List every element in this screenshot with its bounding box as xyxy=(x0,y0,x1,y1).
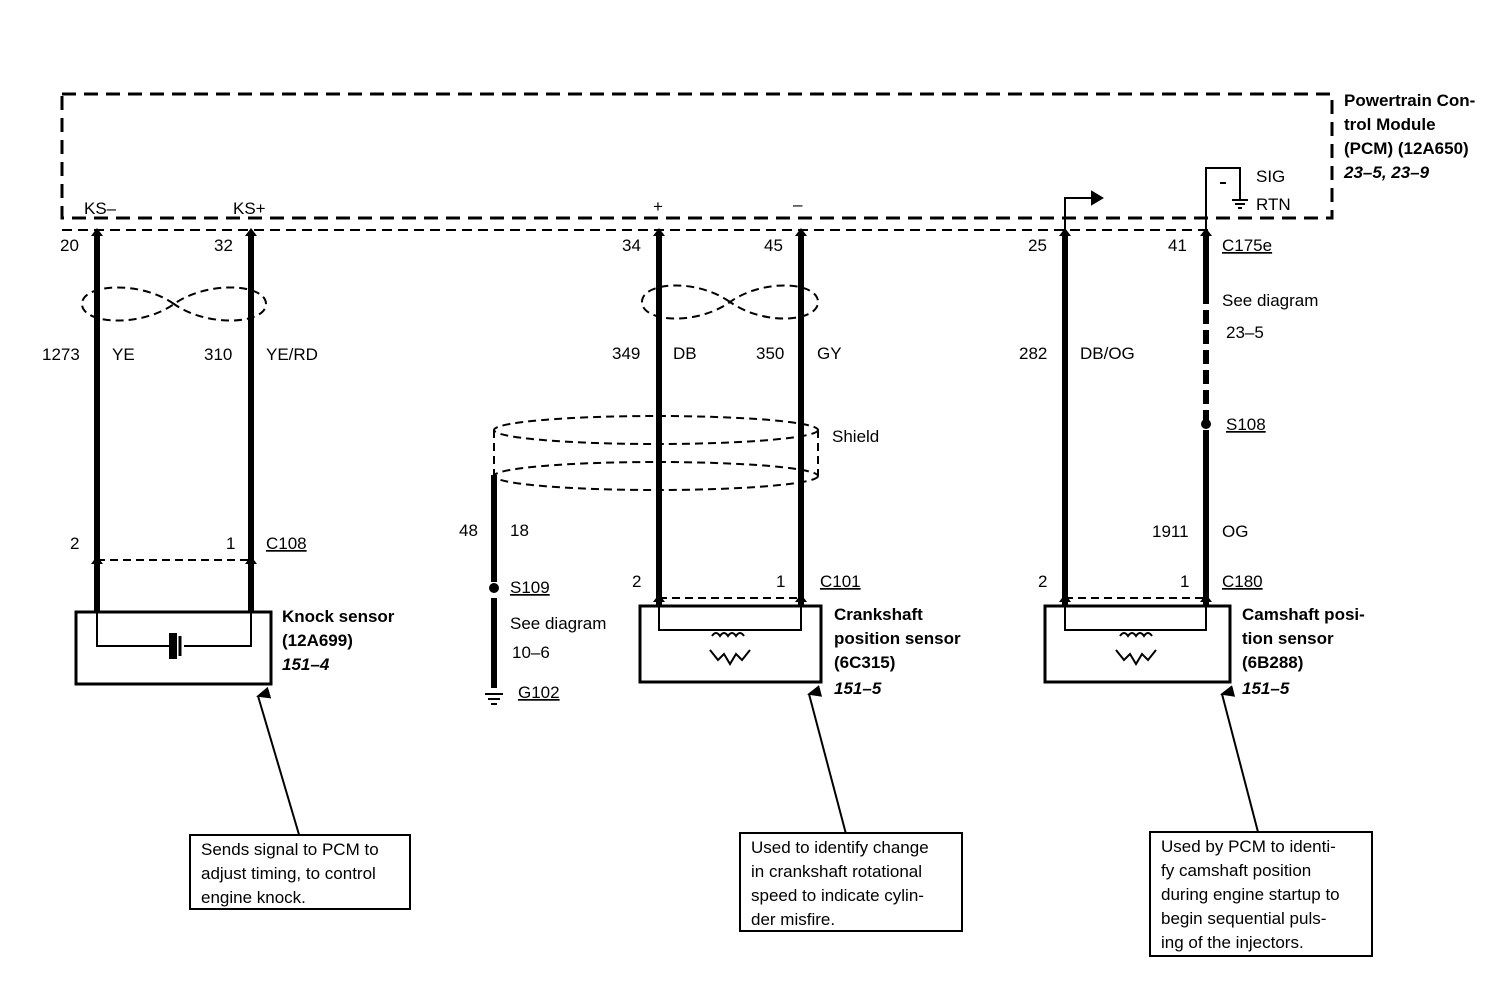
pcm-rtn-label: RTN xyxy=(1256,195,1291,214)
wire-48-label: 48 xyxy=(459,521,478,540)
see-diagram-10-6[interactable]: See diagram xyxy=(510,614,606,633)
pin-25: 25 xyxy=(1028,236,1047,255)
c108-pin1: 1 xyxy=(226,534,235,553)
shield-label: Shield xyxy=(832,427,879,446)
wire-1273-label: 1273 xyxy=(42,345,80,364)
knock-sensor-box xyxy=(74,610,273,686)
wire-349-label: 349 xyxy=(612,344,640,363)
connector-c101: C101 xyxy=(820,572,861,591)
pcm-sig-label: SIG xyxy=(1256,167,1285,186)
pin-arrows xyxy=(91,228,1212,236)
crank-sensor-label-1: Crankshaft xyxy=(834,605,923,624)
pin-minus: – xyxy=(793,195,803,214)
pcm-ref: 23–5, 23–9 xyxy=(1343,163,1430,182)
s108-splice-dot xyxy=(1201,419,1211,429)
crank-note-arrow xyxy=(807,685,847,835)
see-diagram-10-6-num[interactable]: 10–6 xyxy=(512,643,550,662)
see-diagram-23-5-num[interactable]: 23–5 xyxy=(1226,323,1264,342)
pcm-module-boundary xyxy=(60,92,1334,220)
crank-coil-icon xyxy=(709,632,751,666)
c180-pin2: 2 xyxy=(1038,572,1047,591)
s109-splice-dot xyxy=(489,583,499,593)
cam-sensor-label-3: (6B288) xyxy=(1242,653,1303,672)
ground-g102-symbol xyxy=(485,693,503,705)
wire-350-color: GY xyxy=(817,344,842,363)
crank-sensor-wiring xyxy=(658,606,802,631)
pin-32: 32 xyxy=(214,236,233,255)
wire-1273-color: YE xyxy=(112,345,135,364)
wire-group xyxy=(94,232,1209,688)
knock-sensor-note: Sends signal to PCM to adjust timing, to… xyxy=(189,834,411,910)
knock-sensor-ref: 151–4 xyxy=(282,655,330,674)
pcm-sig-rtn-symbol xyxy=(1064,167,1248,230)
wire-282-color: DB/OG xyxy=(1080,344,1135,363)
crank-sensor-note: Used to identify change in crankshaft ro… xyxy=(739,832,963,932)
pin-plus: + xyxy=(653,197,663,216)
c101-pin2: 2 xyxy=(632,572,641,591)
crank-sensor-box xyxy=(638,604,823,684)
pcm-title-line1: Powertrain Con- xyxy=(1344,91,1475,110)
knock-note-arrow xyxy=(256,686,301,839)
c180-pin1: 1 xyxy=(1180,572,1189,591)
splice-s109: S109 xyxy=(510,578,550,597)
cam-sensor-wiring xyxy=(1064,606,1207,631)
wire-310-label: 310 xyxy=(204,345,232,364)
crank-sensor-ref: 151–5 xyxy=(834,679,882,698)
shield-symbol xyxy=(493,415,819,491)
wire-350-label: 350 xyxy=(756,344,784,363)
connector-arrows xyxy=(91,556,1212,602)
connector-c180: C180 xyxy=(1222,572,1263,591)
cam-note-arrow xyxy=(1220,685,1259,833)
pin-41: 41 xyxy=(1168,236,1187,255)
cam-sensor-label-1: Camshaft posi- xyxy=(1242,605,1365,624)
c108-pin2: 2 xyxy=(70,534,79,553)
connector-c108: C108 xyxy=(266,534,307,553)
wire-282-label: 282 xyxy=(1019,344,1047,363)
ground-g102: G102 xyxy=(518,683,560,702)
cam-sensor-ref: 151–5 xyxy=(1242,679,1290,698)
twisted-pair-crank xyxy=(640,284,820,320)
knock-sensor-label-2: (12A699) xyxy=(282,631,353,650)
pin-ks-plus: KS+ xyxy=(233,199,266,218)
pcm-title-line3: (PCM) (12A650) xyxy=(1344,139,1469,158)
pin-34: 34 xyxy=(622,236,641,255)
splice-s108: S108 xyxy=(1226,415,1266,434)
cam-sensor-note: Used by PCM to identi- fy camshaft posit… xyxy=(1149,831,1373,957)
crank-sensor-label-3: (6C315) xyxy=(834,653,895,672)
wire-310-color: YE/RD xyxy=(266,345,318,364)
crank-sensor-label-2: position sensor xyxy=(834,629,961,648)
wire-48-size: 18 xyxy=(510,521,529,540)
pin-45: 45 xyxy=(764,236,783,255)
pin-20: 20 xyxy=(60,236,79,255)
cam-coil-icon xyxy=(1115,632,1157,666)
twisted-pair-knock xyxy=(80,286,268,322)
wire-1911-label: 1911 xyxy=(1152,522,1189,541)
knock-sensor-element xyxy=(96,612,252,659)
c101-pin1: 1 xyxy=(776,572,785,591)
wire-349-color: DB xyxy=(673,344,697,363)
cam-sensor-label-2: tion sensor xyxy=(1242,629,1334,648)
connector-c175e: C175e xyxy=(1222,236,1272,255)
see-diagram-23-5[interactable]: See diagram xyxy=(1222,291,1318,310)
wire-1911-color: OG xyxy=(1222,522,1248,541)
knock-sensor-label-1: Knock sensor xyxy=(282,607,395,626)
pin-ks-minus: KS– xyxy=(84,199,117,218)
cam-sensor-box xyxy=(1043,604,1232,684)
pcm-title-line2: trol Module xyxy=(1344,115,1436,134)
